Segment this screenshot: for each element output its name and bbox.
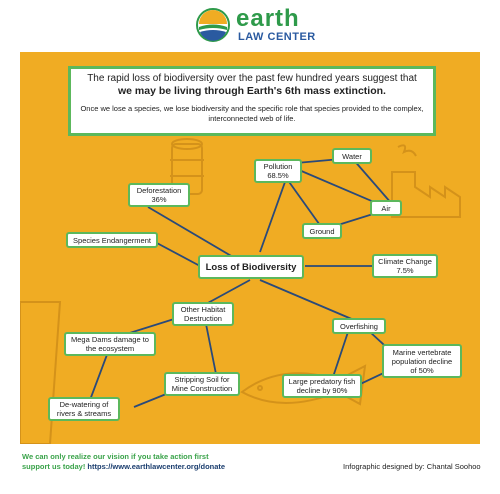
donate-link[interactable]: https://www.earthlawcenter.org/donate [87,462,226,471]
node-deforestation: Deforestation 36% [128,183,190,207]
marine-line-1: Marine vertebrate [392,347,452,357]
intro-headline: we may be living through Earth's 6th mas… [118,85,386,97]
infographic-panel: The rapid loss of biodiversity over the … [20,52,480,444]
node-air: Air [370,200,402,216]
marine-line-3: of 50% [410,365,434,375]
intro-box: The rapid loss of biodiversity over the … [68,66,436,136]
marine-line-2: population decline [391,356,453,366]
node-stripping-soil: Stripping Soil for Mine Construction [164,372,240,396]
node-climate-change: Climate Change 7.5% [372,254,438,278]
header: earth LAW CENTER [0,0,500,52]
background-illustrations [20,138,461,444]
node-loss-of-biodiversity: Loss of Biodiversity [198,255,304,279]
node-overfishing: Overfishing [332,318,386,334]
water-label: Water [342,151,362,161]
logo-subtitle: LAW CENTER [238,31,316,43]
footer-support: support us today! https://www.earthlawce… [22,462,225,471]
diagram-edges [89,157,397,408]
footer-support-text: support us today! [22,462,88,471]
deforestation-label: Deforestation [136,186,182,195]
edge-center-endangerment [154,241,201,267]
edge-center-pollution [259,181,286,253]
predatory-line-1: Large predatory fish [288,377,356,386]
dewatering-line-1: De-watering of [59,400,109,409]
intro-body: Once we lose a species, we lose biodiver… [80,104,424,123]
node-de-watering: De-watering of rivers & streams [48,397,120,421]
dams-line-1: Mega Dams damage to [71,335,149,344]
climate-value: 7.5% [396,266,414,275]
center-label: Loss of Biodiversity [205,261,297,273]
habitat-line-1: Other Habitat [180,305,226,314]
dewatering-line-2: rivers & streams [56,409,112,418]
edge-center-overfishing [259,279,355,321]
designer-credit: Infographic designed by: Chantal Soohoo [343,462,481,471]
node-species-endangerment: Species Endangerment [66,232,158,248]
node-marine-vertebrate: Marine vertebrate population decline of … [382,344,462,378]
pollution-value: 68.5% [267,171,289,180]
edge-dams-dewatering [89,351,109,401]
deforestation-value: 36% [151,195,167,204]
earth-logo-icon [196,8,230,42]
node-mega-dams: Mega Dams damage to the ecosystem [64,332,156,356]
node-other-habitat-destruction: Other Habitat Destruction [172,302,234,326]
climate-label: Climate Change [378,257,432,266]
overfishing-label: Overfishing [340,321,378,331]
footer-vision-text: We can only realize our vision if you ta… [22,452,209,461]
dams-line-2: the ecosystem [85,344,135,353]
edge-center-habitat [205,279,251,305]
logo-wordmark: earth [236,5,300,32]
edge-overfishing-predatory [331,331,349,381]
pollution-label: Pollution [263,162,293,171]
node-large-predatory-fish: Large predatory fish decline by 90% [282,374,362,398]
ground-label: Ground [309,226,335,236]
intro-line-1: The rapid loss of biodiversity over the … [87,73,417,84]
footer: We can only realize our vision if you ta… [0,444,500,494]
node-pollution: Pollution 68.5% [254,159,302,183]
edge-water-air [351,157,393,205]
air-label: Air [381,203,391,213]
node-water: Water [332,148,372,164]
habitat-line-2: Destruction [184,314,222,323]
predatory-line-2: decline by 90% [296,386,348,395]
endangerment-label: Species Endangerment [73,235,151,245]
node-ground: Ground [302,223,342,239]
soil-line-2: Mine Construction [171,384,233,393]
soil-line-1: Stripping Soil for [174,375,230,384]
